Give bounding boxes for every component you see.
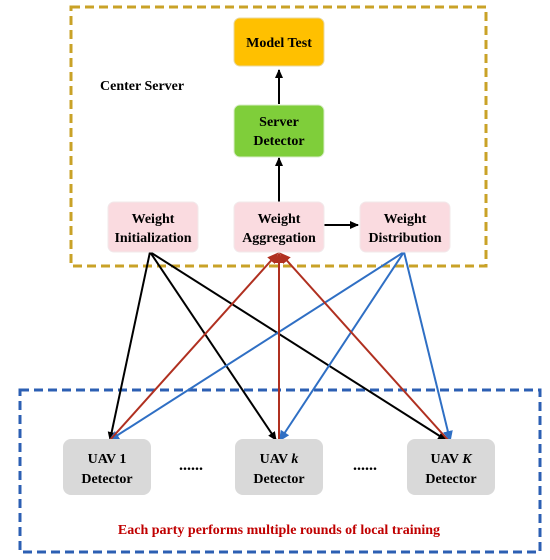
model-test-label: Model Test bbox=[246, 36, 312, 51]
uav-1-detector-node: UAV 1 Detector bbox=[63, 439, 151, 495]
uav-k-label-line2: Detector bbox=[253, 472, 304, 487]
model-test-node: Model Test bbox=[233, 17, 325, 67]
uav-k-detector-node: UAV k Detector bbox=[235, 439, 323, 495]
uav-1-label-line1: UAV 1 bbox=[88, 452, 127, 467]
server-detector-label-line2: Detector bbox=[253, 134, 304, 149]
weight-distribution-node: Weight Distribution bbox=[359, 201, 451, 253]
weight-initialization-label-line1: Weight bbox=[132, 212, 175, 227]
weight-aggregation-label-line2: Aggregation bbox=[242, 231, 316, 246]
weight-initialization-label-line2: Initialization bbox=[114, 231, 191, 246]
weight-distribution-label-line1: Weight bbox=[384, 212, 427, 227]
uav-K-detector-node: UAV K Detector bbox=[407, 439, 495, 495]
edge-uav1-to-aggregation bbox=[100, 252, 279, 451]
edge-uavK-to-aggregation bbox=[279, 252, 458, 451]
center-server-region bbox=[69, 5, 488, 268]
uav-K-label-line1: UAV K bbox=[430, 452, 473, 467]
center-server-label: Center Server bbox=[100, 79, 184, 94]
local-training-caption: Each party performs multiple rounds of l… bbox=[118, 523, 440, 538]
server-detector-node: Server Detector bbox=[233, 104, 325, 158]
ellipsis-right: ...... bbox=[353, 457, 377, 474]
weight-aggregation-node: Weight Aggregation bbox=[233, 201, 325, 253]
weight-initialization-node: Weight Initialization bbox=[107, 201, 199, 253]
uav-1-label-line2: Detector bbox=[81, 472, 132, 487]
uav-k-label-line1: UAV k bbox=[260, 452, 299, 467]
server-detector-label-line1: Server bbox=[259, 115, 299, 130]
weight-aggregation-label-line1: Weight bbox=[258, 212, 301, 227]
weight-distribution-label-line2: Distribution bbox=[368, 231, 441, 246]
ellipsis-left: ...... bbox=[179, 457, 203, 474]
edge-init-to-uav1 bbox=[107, 251, 151, 441]
edge-distribution-to-uavK bbox=[403, 251, 453, 442]
uav-K-label-line2: Detector bbox=[425, 472, 476, 487]
